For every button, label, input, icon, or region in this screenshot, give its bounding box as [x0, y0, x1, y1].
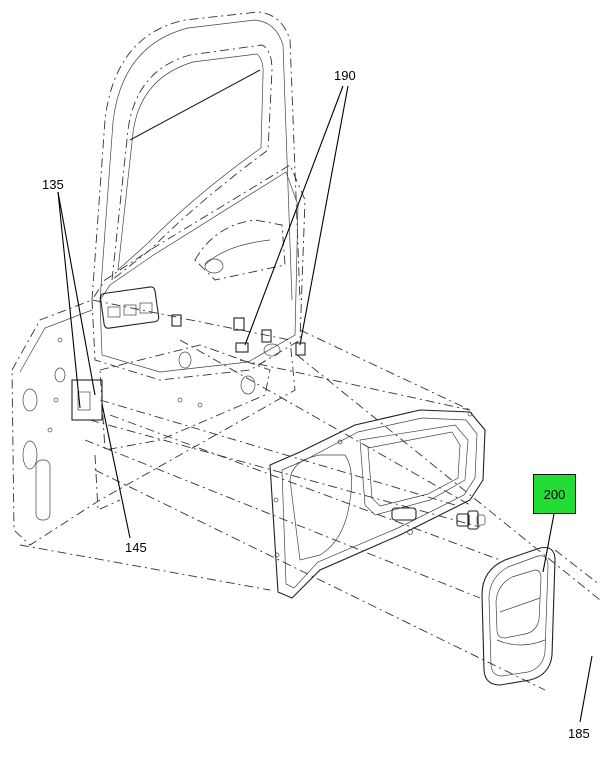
callout-185: 185: [568, 726, 590, 741]
door-trim-panel: [269, 409, 486, 599]
door-inner-sheet: [11, 299, 296, 546]
leader-200: [542, 513, 555, 573]
leader-185: [579, 655, 593, 723]
leader-190-a: [244, 85, 344, 346]
handle-bezel: [481, 546, 556, 686]
leader-135-b: [57, 191, 81, 409]
callout-200-highlighted[interactable]: 200: [533, 474, 576, 514]
callout-145: 145: [125, 540, 147, 555]
clip-parts: [235, 342, 306, 356]
fastener: [456, 510, 486, 530]
leader-lines: [57, 85, 593, 723]
leader-190-b: [299, 85, 349, 346]
callout-190: 190: [334, 68, 356, 83]
leader-145: [101, 403, 131, 539]
leader-135: [57, 191, 96, 396]
door-inner-panel: [91, 164, 306, 381]
door-frame: [91, 11, 301, 301]
callout-135: 135: [42, 177, 64, 192]
alignment-lines: [19, 329, 601, 691]
